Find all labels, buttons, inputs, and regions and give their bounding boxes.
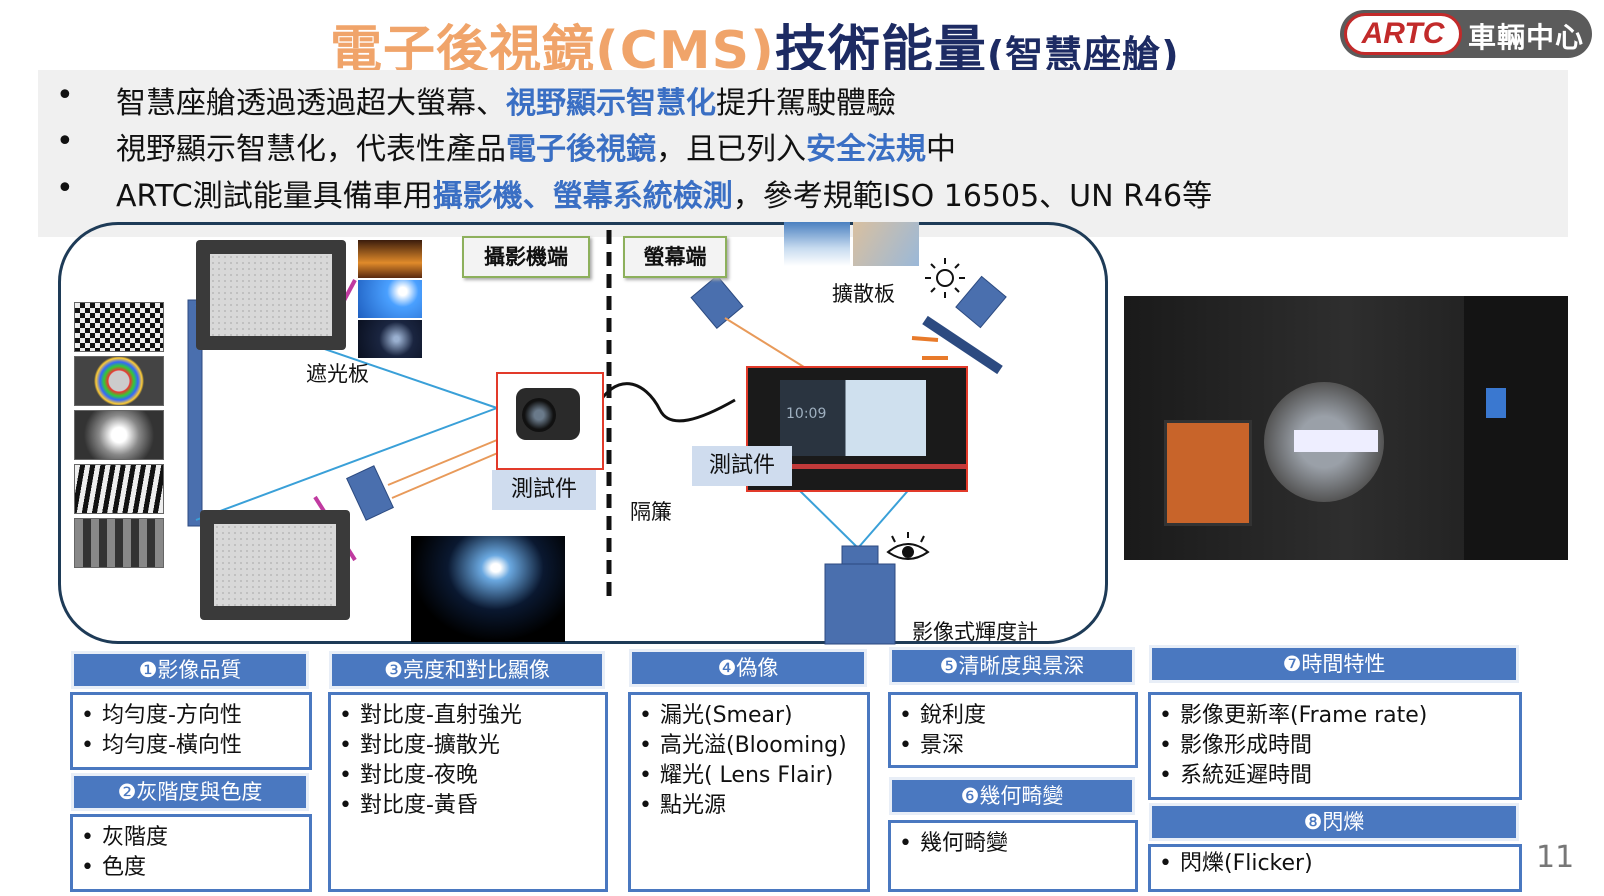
cat-4-header: ❹偽像	[632, 652, 864, 684]
lab-photo	[1124, 296, 1568, 560]
checker-chart	[74, 302, 164, 352]
shade-label: 遮光板	[306, 362, 369, 386]
cat-5-box: 銳利度景深	[888, 692, 1138, 768]
sunset-image	[358, 240, 422, 278]
iso-chart	[74, 518, 164, 568]
camera-dut-label: 測試件	[492, 470, 596, 510]
screen-clock: 10:09	[786, 406, 827, 422]
cat-1-header: ❶影像品質	[74, 654, 306, 686]
artc-logo: ARTC 車輛中心	[1340, 10, 1592, 58]
logo-name: 車輛中心	[1468, 21, 1585, 54]
sun-icon	[925, 258, 965, 298]
eye-icon	[886, 532, 930, 560]
cat-6-header: ❻幾何畸變	[892, 780, 1132, 812]
curtain-label: 隔簾	[630, 500, 672, 524]
sky-image	[784, 222, 850, 266]
camera-side-tag: 攝影機端	[462, 236, 590, 278]
cable	[593, 382, 736, 423]
cat-8-header: ❽閃爍	[1152, 806, 1516, 838]
page-number: 11	[1536, 840, 1575, 875]
cat-2-box: 灰階度色度	[70, 814, 312, 892]
cat-3-header: ❸亮度和對比顯像	[332, 654, 602, 686]
light-rail	[187, 299, 203, 527]
diffuser-label: 擴散板	[832, 282, 895, 306]
resolution-chart	[74, 464, 164, 514]
cat-4-box: 漏光(Smear)高光溢(Blooming)耀光( Lens Flair)點光源	[628, 692, 870, 892]
color-chart	[74, 356, 164, 406]
logo-mark: ARTC	[1344, 13, 1462, 55]
cat-5-header: ❺清晰度與景深	[892, 650, 1132, 682]
cat-8-box: 閃爍(Flicker)	[1148, 844, 1522, 892]
flare-image	[411, 536, 565, 642]
light-panel-bottom	[200, 510, 350, 620]
test-setup-diagram	[58, 222, 1108, 644]
title-suffix: (智慧座艙)	[986, 33, 1180, 77]
light-panel-top	[196, 240, 346, 350]
cat-3-box: 對比度-直射強光對比度-擴散光對比度-夜晚對比度-黃昏	[328, 692, 608, 892]
cat-2-header: ❷灰階度與色度	[74, 776, 306, 808]
screen-dut-label: 測試件	[692, 446, 792, 486]
bullet-band	[38, 70, 1568, 237]
diffuser-plate	[922, 315, 1003, 375]
night-image	[358, 320, 422, 358]
screen-side-tag: 螢幕端	[623, 236, 727, 278]
cat-7-header: ❼時間特性	[1152, 648, 1516, 680]
diffuser-photo	[853, 222, 919, 266]
cat-1-box: 均勻度-方向性均勻度-橫向性	[70, 692, 312, 770]
gray-chart	[74, 410, 164, 460]
camera-dut-box	[496, 372, 604, 470]
luminance-meter	[824, 563, 896, 645]
cat-7-box: 影像更新率(Frame rate)影像形成時間系統延遲時間	[1148, 692, 1522, 800]
meter-label: 影像式輝度計	[912, 620, 1038, 644]
cat-6-box: 幾何畸變	[888, 820, 1138, 892]
daylight-image	[358, 280, 422, 318]
